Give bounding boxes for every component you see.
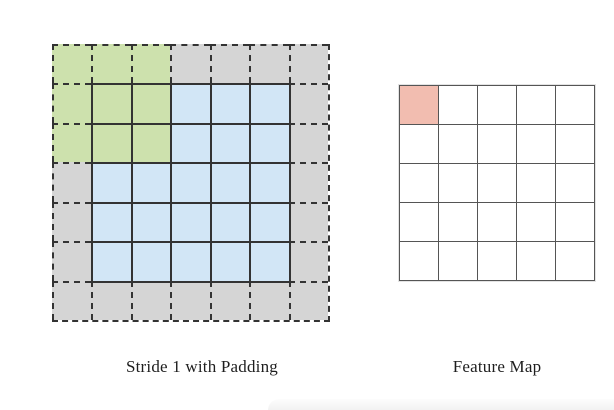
feature-cell [438, 202, 477, 241]
padding-cell [170, 280, 210, 320]
feature-cell [477, 202, 516, 241]
padding-cell [288, 44, 328, 84]
feature-cell [477, 163, 516, 202]
active-feature-cell [399, 85, 438, 124]
input-cell [249, 201, 289, 242]
kernel-overlay-cell [52, 83, 92, 123]
kernel-overlay-cell [91, 83, 131, 123]
input-cell [170, 241, 210, 281]
kernel-overlay-cell [130, 122, 171, 163]
input-cell [209, 241, 250, 281]
input-cell [209, 122, 250, 163]
padding-cell [52, 201, 92, 242]
feature-cell [555, 124, 594, 163]
stride-padding-label: Stride 1 with Padding [125, 357, 278, 376]
kernel-overlay-cell [52, 44, 92, 84]
input-cell [130, 241, 171, 281]
input-cell [91, 201, 131, 242]
feature-cell [438, 85, 477, 124]
input-cell [249, 162, 289, 202]
feature-cell [477, 124, 516, 163]
kernel-overlay-cell [91, 44, 131, 84]
kernel-overlay-cell [52, 122, 92, 163]
padding-cell [52, 162, 92, 202]
padding-cell [130, 280, 171, 320]
input-cell [249, 122, 289, 163]
feature-cell [438, 241, 477, 280]
padding-cell [170, 44, 210, 84]
kernel-overlay-cell [91, 122, 131, 163]
feature-cell [516, 202, 555, 241]
padding-cell [288, 83, 328, 123]
feature-cell [555, 85, 594, 124]
padding-cell [52, 241, 92, 281]
feature-cell [399, 163, 438, 202]
input-cell [209, 162, 250, 202]
input-cell [170, 162, 210, 202]
padding-cell [209, 280, 250, 320]
feature-cell [555, 241, 594, 280]
padding-cell [91, 280, 131, 320]
kernel-overlay-cell [130, 44, 171, 84]
feature-cell [399, 241, 438, 280]
feature-map-label: Feature Map [452, 357, 542, 376]
padding-cell [288, 201, 328, 242]
input-cell [170, 83, 210, 123]
padding-cell [52, 280, 92, 320]
feature-cell [516, 85, 555, 124]
input-cell [209, 201, 250, 242]
input-cell [130, 162, 171, 202]
input-cell [209, 83, 250, 123]
feature-cell [438, 124, 477, 163]
feature-cell [516, 241, 555, 280]
feature-cell [516, 163, 555, 202]
bottom-fade-bar [268, 399, 614, 410]
feature-cell [399, 124, 438, 163]
input-cell [91, 162, 131, 202]
feature-cell [516, 124, 555, 163]
feature-cell [438, 163, 477, 202]
padding-cell [288, 280, 328, 320]
input-cell [249, 241, 289, 281]
input-cell [130, 201, 171, 242]
feature-cell [399, 202, 438, 241]
input-cell [249, 83, 289, 123]
padding-cell [288, 241, 328, 281]
input-cell [170, 201, 210, 242]
feature-cell [555, 163, 594, 202]
feature-cell [477, 241, 516, 280]
padding-cell [249, 44, 289, 84]
feature-map-grid [398, 84, 596, 282]
input-cell [170, 122, 210, 163]
padding-cell [288, 162, 328, 202]
input-cell [91, 241, 131, 281]
input-inner-grid [91, 83, 291, 283]
padding-cell [288, 122, 328, 163]
padding-cell [249, 280, 289, 320]
padding-cell [209, 44, 250, 84]
feature-cell [555, 202, 594, 241]
feature-cell [477, 85, 516, 124]
kernel-overlay-cell [130, 83, 171, 123]
